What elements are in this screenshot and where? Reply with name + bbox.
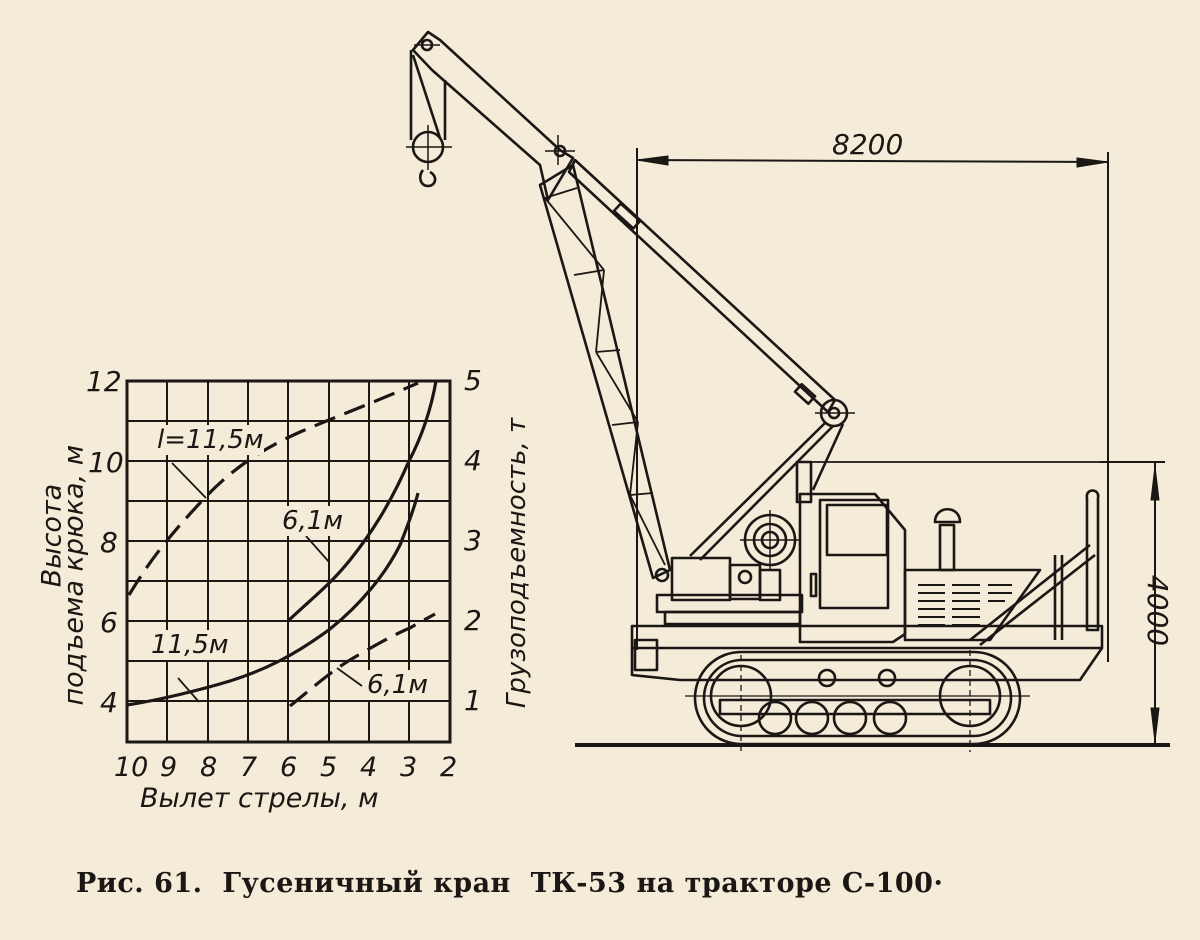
curve-capacity-6-1m bbox=[289, 612, 436, 708]
crane-drawing bbox=[406, 30, 1170, 752]
x-axis-title: Вылет стрелы, м bbox=[140, 783, 379, 814]
dimension-8200-label: 8200 bbox=[832, 128, 904, 161]
curve-height-11-5m bbox=[126, 492, 420, 707]
curve-capacity-11-5m bbox=[127, 381, 419, 596]
y-axis-right-title: Грузоподъемность, т bbox=[502, 417, 532, 709]
x-tick-9: 9 bbox=[160, 752, 178, 783]
y-axis-left-title-2: подъема крюка, м bbox=[58, 444, 90, 706]
x-tick-10: 10 bbox=[114, 752, 149, 783]
annotation-6-1m-upper: 6,1м bbox=[282, 506, 343, 536]
cab-window bbox=[825, 503, 889, 557]
y-right-tick-5: 5 bbox=[464, 364, 482, 397]
boom-head bbox=[411, 30, 575, 202]
load-chart bbox=[125, 379, 452, 744]
cab-door bbox=[818, 498, 890, 610]
y-right-tick-4: 4 bbox=[464, 444, 482, 477]
curve-height-6-1m bbox=[286, 380, 438, 623]
dimension-8200-line bbox=[636, 159, 1109, 163]
y-right-tick-3: 3 bbox=[464, 524, 482, 557]
air-cleaner bbox=[938, 523, 956, 572]
y-right-tick-2: 2 bbox=[464, 604, 482, 637]
x-tick-2: 2 bbox=[440, 752, 458, 783]
x-tick-6: 6 bbox=[280, 752, 298, 783]
annotation-6-1m-lower: 6,1м bbox=[367, 670, 428, 700]
leader-61-lower bbox=[336, 667, 363, 687]
crawler-track bbox=[693, 650, 1022, 746]
leader-115-lower bbox=[177, 677, 200, 703]
x-tick-8: 8 bbox=[200, 752, 218, 783]
y-right-tick-1: 1 bbox=[464, 684, 482, 717]
tractor-chassis bbox=[630, 624, 1104, 650]
x-tick-3: 3 bbox=[400, 752, 418, 783]
leader-l115 bbox=[171, 462, 207, 499]
x-tick-7: 7 bbox=[240, 752, 258, 783]
y-left-tick-10: 10 bbox=[88, 446, 124, 479]
y-left-tick-8: 8 bbox=[100, 526, 118, 559]
engine-hood bbox=[903, 568, 1042, 642]
dimension-4000-label: 4000 bbox=[1141, 574, 1175, 647]
leader-61-upper bbox=[305, 535, 330, 563]
y-left-tick-6: 6 bbox=[100, 606, 118, 639]
lattice-boom bbox=[538, 163, 672, 580]
figure-caption: Рис. 61. Гусеничный кран ТК-53 на тракто… bbox=[76, 868, 944, 899]
rear-post bbox=[1085, 489, 1100, 632]
annotation-11-5m-lower: 11,5м bbox=[151, 630, 229, 660]
y-left-tick-12: 12 bbox=[86, 365, 122, 398]
x-tick-4: 4 bbox=[360, 752, 378, 783]
x-tick-5: 5 bbox=[320, 752, 338, 783]
annotation-l-11-5m: l=11,5м bbox=[157, 425, 264, 455]
hook-icon bbox=[418, 169, 437, 188]
dimension-lines bbox=[636, 148, 1165, 745]
y-left-tick-4: 4 bbox=[100, 686, 118, 719]
